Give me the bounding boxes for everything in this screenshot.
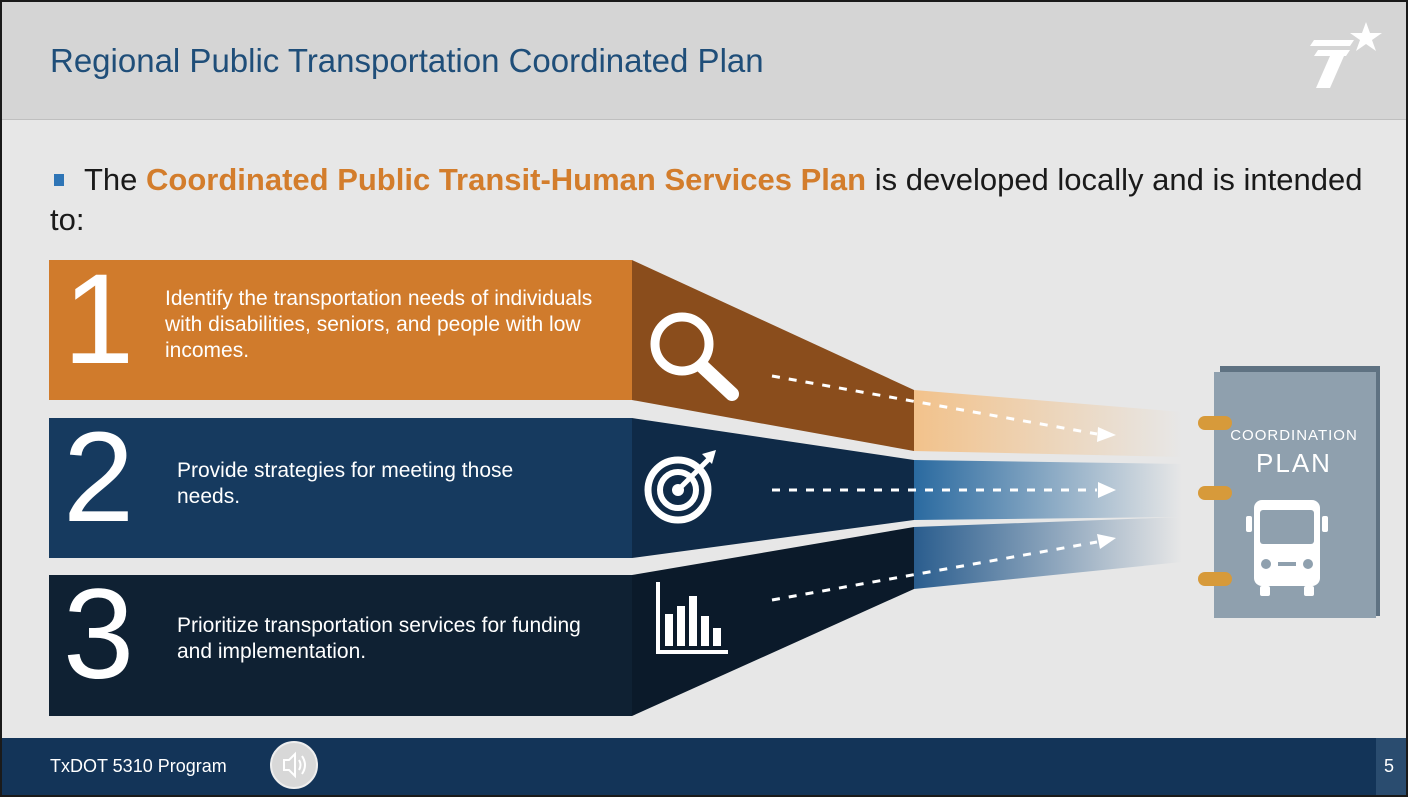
txdot-star-logo-icon bbox=[1310, 22, 1382, 88]
item-1-card: 1 Identify the transportation needs of i… bbox=[49, 250, 632, 400]
plan-book: COORDINATION PLAN bbox=[1198, 366, 1380, 618]
bar-chart-icon bbox=[656, 582, 728, 654]
item-3-number: 3 bbox=[63, 563, 135, 706]
target-icon bbox=[644, 450, 716, 524]
band-3-fade bbox=[914, 517, 1182, 589]
band-2 bbox=[632, 418, 914, 558]
item-2-number: 2 bbox=[63, 406, 135, 549]
band-1 bbox=[632, 260, 914, 451]
plan-book-line2: PLAN bbox=[1256, 448, 1332, 478]
item-3-text: Prioritize transportation services for f… bbox=[177, 614, 581, 663]
speaker-icon[interactable] bbox=[270, 741, 318, 789]
plan-book-line1: COORDINATION bbox=[1230, 427, 1358, 444]
page-number: 5 bbox=[1384, 756, 1395, 776]
slide-title: Regional Public Transportation Coordinat… bbox=[50, 42, 764, 79]
page-number-box: 5 bbox=[1376, 738, 1406, 795]
footer-program-label: TxDOT 5310 Program bbox=[50, 756, 227, 776]
band-1-fade bbox=[914, 390, 1182, 457]
item-1-number: 1 bbox=[63, 248, 135, 391]
item-1-text: Identify the transportation needs of ind… bbox=[165, 287, 593, 362]
plan-name-highlight: Coordinated Public Transit-Human Service… bbox=[146, 162, 867, 197]
title-bar: Regional Public Transportation Coordinat… bbox=[2, 2, 1406, 120]
item-3-card: 3 Prioritize transportation services for… bbox=[49, 565, 632, 716]
intro-suffix: is developed locally and is intended to: bbox=[50, 162, 1363, 237]
item-2-text: Provide strategies for meeting those nee… bbox=[177, 459, 514, 508]
bus-icon bbox=[1246, 500, 1328, 596]
intro-prefix: The bbox=[84, 162, 147, 197]
footer: TxDOT 5310 Program 5 bbox=[2, 738, 1406, 795]
bullet-marker bbox=[54, 173, 64, 186]
item-2-card: 2 Provide strategies for meeting those n… bbox=[49, 408, 632, 558]
band-3 bbox=[632, 527, 914, 716]
magnifying-glass-icon bbox=[650, 312, 739, 401]
intro-bullet: The Coordinated Public Transit-Human Ser… bbox=[50, 160, 1370, 240]
